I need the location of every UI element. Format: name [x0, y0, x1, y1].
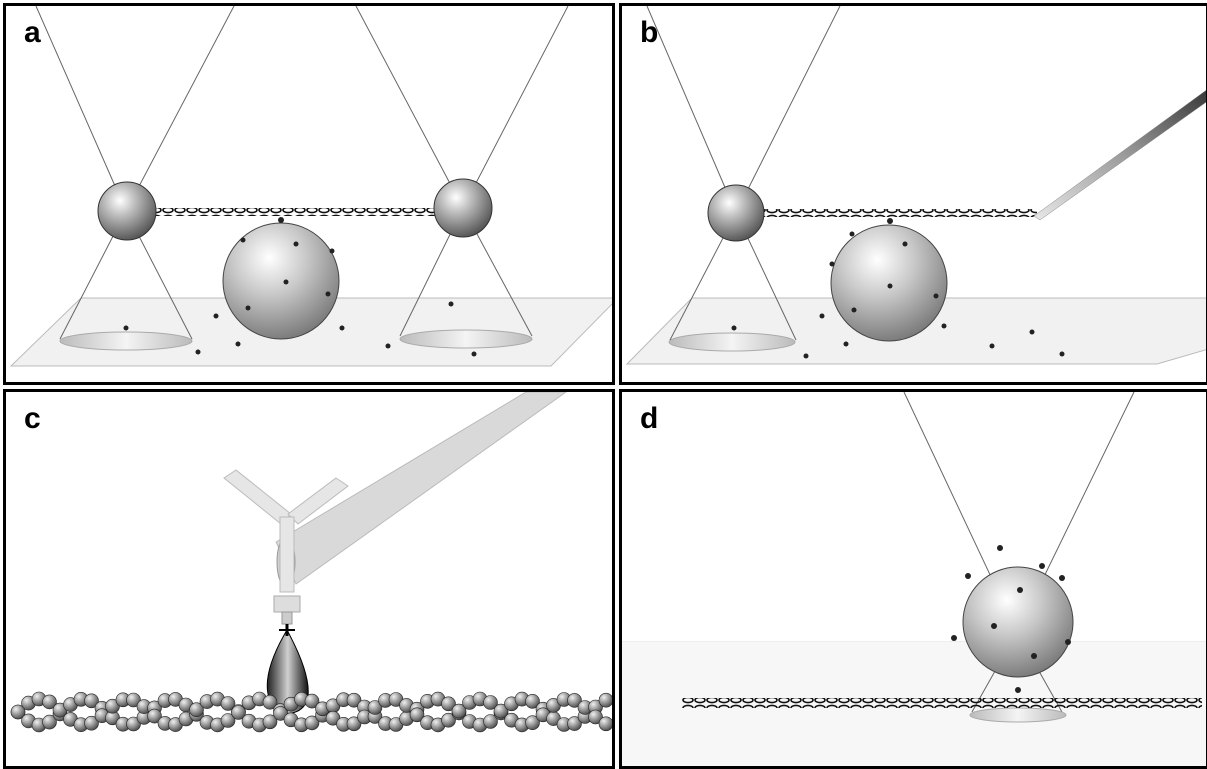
- linker-block: [273, 595, 301, 613]
- actin-monomer: [588, 709, 603, 725]
- actin-filament-icon: [154, 208, 436, 216]
- actin-monomer: [304, 715, 320, 731]
- actin-monomer: [231, 705, 246, 720]
- panel-label-a: a: [24, 16, 41, 49]
- actin-monomer: [189, 702, 204, 718]
- microneedle-icon: [275, 392, 567, 585]
- actin-monomer: [84, 693, 99, 709]
- panel-a-diagram: [9, 6, 612, 367]
- optical-trap-bead-icon: [97, 181, 157, 241]
- panel-d-diagram: [622, 392, 1206, 766]
- actin-monomer: [367, 700, 383, 715]
- actin-monomer: [126, 692, 141, 708]
- actin-monomer: [567, 693, 582, 708]
- actin-monomer: [483, 695, 498, 710]
- actin-monomer: [598, 716, 612, 732]
- actin-monomer: [525, 693, 540, 709]
- actin-filament-icon: [10, 691, 612, 733]
- panel-a: a: [3, 3, 615, 385]
- actin-monomer: [598, 692, 612, 708]
- actin-monomer: [567, 716, 582, 731]
- microneedle-icon: [1033, 90, 1206, 221]
- actin-monomer: [451, 703, 467, 719]
- actin-monomer: [84, 715, 99, 731]
- actin-filament-icon: [682, 698, 1202, 708]
- optical-trap-bead-icon: [433, 178, 493, 238]
- actin-monomer: [262, 714, 278, 730]
- panel-c: c: [3, 389, 615, 769]
- optical-trap-bead-icon: [707, 184, 765, 242]
- panel-b: b: [619, 3, 1207, 385]
- panel-b-diagram: [625, 6, 1206, 365]
- actin-monomer: [483, 714, 498, 729]
- myosin-coated-bead-icon: [962, 566, 1074, 678]
- myosin-molecules: [123, 217, 477, 357]
- myosin-molecules: [951, 545, 1071, 693]
- actin-monomer: [147, 708, 162, 724]
- actin-monomer: [126, 716, 141, 732]
- actin-monomer: [441, 696, 456, 712]
- actin-monomer: [262, 694, 278, 710]
- actin-monomer: [409, 707, 425, 723]
- actin-monomer: [42, 694, 57, 710]
- actin-monomer: [304, 693, 320, 709]
- myosin-coated-bead-icon: [830, 224, 948, 342]
- actin-monomer: [220, 713, 236, 728]
- panel-label-d: d: [640, 402, 659, 435]
- actin-monomer: [346, 692, 362, 708]
- trap-focus-disc: [59, 331, 193, 351]
- panel-label-b: b: [640, 16, 659, 49]
- actin-filament-icon: [762, 209, 1037, 217]
- trap-focus-disc: [399, 329, 533, 349]
- actin-monomer: [346, 716, 362, 732]
- panel-c-diagram: [10, 392, 612, 733]
- antibody-icon: [223, 469, 349, 593]
- panel-label-c: c: [24, 402, 41, 435]
- actin-monomer: [441, 712, 456, 728]
- trap-focus-disc: [668, 332, 796, 352]
- actin-monomer: [493, 703, 509, 719]
- linker-neck: [281, 611, 293, 625]
- laser-beam-lines: [646, 6, 841, 341]
- pedestal-bead-icon: [969, 707, 1067, 723]
- actin-monomer: [220, 696, 236, 711]
- actin-monomer: [42, 714, 57, 730]
- panel-d: d: [619, 389, 1207, 769]
- actin-monomer: [525, 715, 540, 731]
- myosin-coated-bead-icon: [222, 222, 340, 340]
- actin-monomer: [10, 704, 26, 720]
- myosin-molecules: [731, 218, 1065, 359]
